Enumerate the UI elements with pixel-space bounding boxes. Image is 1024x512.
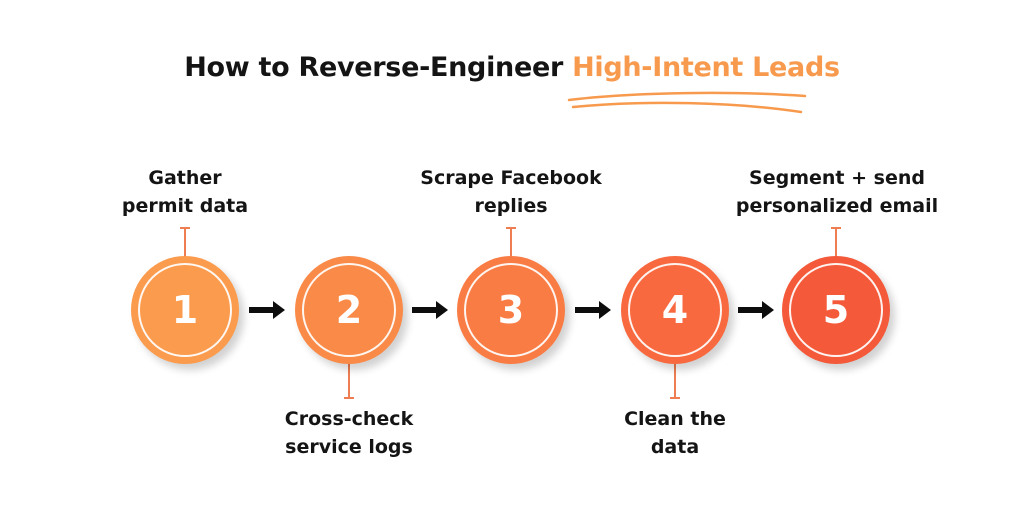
step-3-label: Scrape Facebook replies bbox=[391, 164, 631, 220]
arrow-right-icon bbox=[575, 301, 611, 319]
arrow-right-icon bbox=[738, 301, 774, 319]
step-5-circle: 5 bbox=[782, 256, 890, 364]
step-5-connector bbox=[831, 227, 841, 257]
step-3-label-line2: replies bbox=[474, 195, 548, 217]
step-2-circle: 2 bbox=[295, 256, 403, 364]
step-3-circle: 3 bbox=[457, 256, 565, 364]
title-underline bbox=[567, 91, 807, 114]
arrow-right-icon bbox=[249, 301, 285, 319]
diagram-title: How to Reverse-Engineer High-Intent Lead… bbox=[0, 50, 1024, 86]
step-5-ring bbox=[789, 263, 883, 357]
step-4-number: 4 bbox=[661, 288, 689, 332]
step-1-ring bbox=[138, 263, 232, 357]
step-3-connector bbox=[506, 227, 516, 257]
step-3-number: 3 bbox=[497, 288, 525, 332]
step-4-label: Clean the data bbox=[555, 405, 795, 461]
step-2-label-line1: Cross-check bbox=[284, 408, 414, 430]
step-4-ring bbox=[628, 263, 722, 357]
title-highlight: High-Intent Leads bbox=[572, 52, 840, 83]
title-prefix: How to Reverse-Engineer bbox=[184, 52, 563, 83]
step-1-label: Gather permit data bbox=[65, 164, 305, 220]
step-2-number: 2 bbox=[335, 288, 363, 332]
step-5-label: Segment + send personalized email bbox=[717, 164, 957, 220]
step-2-label-line2: service logs bbox=[285, 436, 413, 458]
step-2-label: Cross-check service logs bbox=[229, 405, 469, 461]
step-1-circle: 1 bbox=[131, 256, 239, 364]
step-3-label-line1: Scrape Facebook bbox=[420, 167, 602, 189]
step-2-ring bbox=[302, 263, 396, 357]
step-3-ring bbox=[464, 263, 558, 357]
step-2-connector bbox=[344, 363, 354, 399]
step-4-label-line1: Clean the bbox=[624, 408, 726, 430]
step-1-number: 1 bbox=[171, 288, 199, 332]
step-5-label-line2: personalized email bbox=[735, 195, 939, 217]
arrow-right-icon bbox=[412, 301, 448, 319]
step-1-connector bbox=[180, 227, 190, 257]
step-4-circle: 4 bbox=[621, 256, 729, 364]
step-5-number: 5 bbox=[822, 288, 850, 332]
step-1-label-line1: Gather bbox=[148, 167, 222, 189]
step-4-connector bbox=[670, 363, 680, 399]
step-1-label-line2: permit data bbox=[121, 195, 249, 217]
step-5-label-line1: Segment + send bbox=[749, 167, 925, 189]
step-4-label-line2: data bbox=[650, 436, 700, 458]
